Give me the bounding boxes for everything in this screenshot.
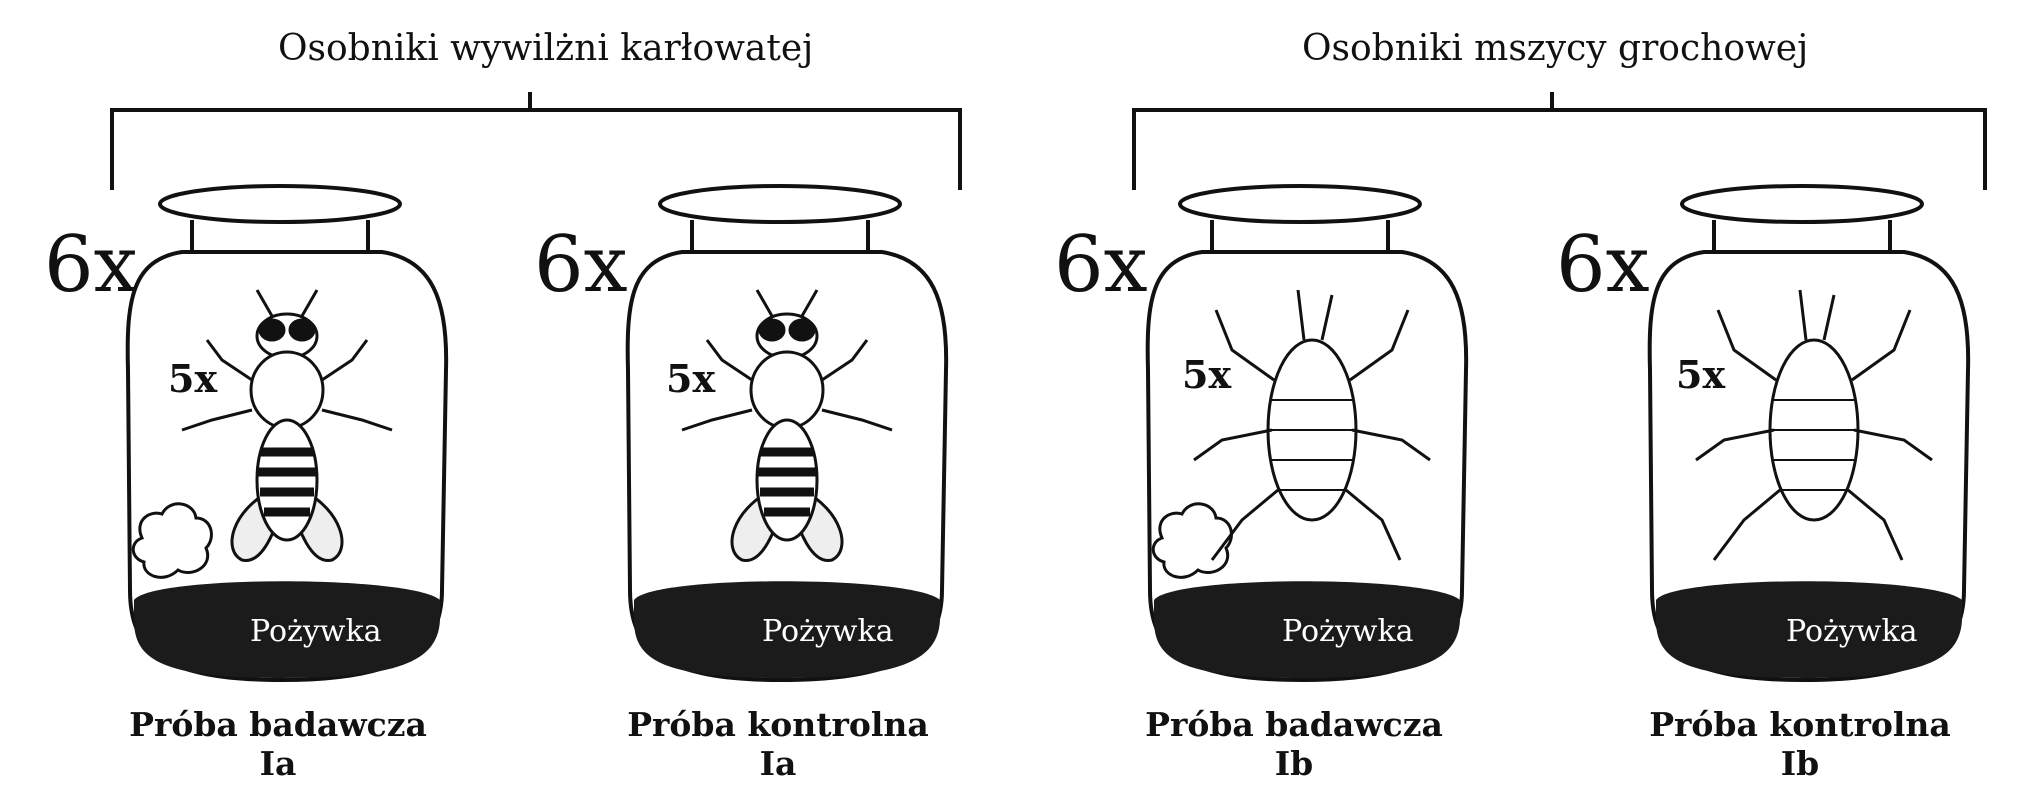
- group-title-fly: Osobniki wywilżni karłowatej: [278, 28, 778, 69]
- jar-lid: [1682, 186, 1922, 222]
- jar-2: 5x Pożywka: [612, 180, 952, 700]
- jar-lid: [660, 186, 900, 222]
- trial-name: Próba badawcza: [118, 706, 438, 745]
- bracket-right: [1134, 92, 1985, 190]
- trial-caption: Próba kontrolna Ib: [1640, 706, 1960, 784]
- jar-3: 5x Pożywka: [1132, 180, 1472, 700]
- jar-neck: [1714, 220, 1890, 250]
- food-label: Pożywka: [762, 614, 894, 649]
- insect-count-label: 5x: [1676, 352, 1725, 397]
- food-label: Pożywka: [250, 614, 382, 649]
- trial-code: Ia: [618, 745, 938, 784]
- jar-lid: [1180, 186, 1420, 222]
- insect-count-label: 5x: [1182, 352, 1231, 397]
- trial-caption: Próba kontrolna Ia: [618, 706, 938, 784]
- jar-4: 5x Pożywka: [1634, 180, 1974, 700]
- jar-lid: [160, 186, 400, 222]
- trial-caption: Próba badawcza Ia: [118, 706, 438, 784]
- trial-name: Próba kontrolna: [1640, 706, 1960, 745]
- bracket-left: [112, 92, 960, 190]
- group-title-aphid: Osobniki mszycy grochowej: [1302, 28, 1802, 69]
- insect-count-label: 5x: [666, 356, 715, 401]
- food-label: Pożywka: [1786, 614, 1918, 649]
- trial-name: Próba badawcza: [1134, 706, 1454, 745]
- trial-caption: Próba badawcza Ib: [1134, 706, 1454, 784]
- jar-neck: [1212, 220, 1388, 250]
- jar-neck: [192, 220, 368, 250]
- trial-code: Ia: [118, 745, 438, 784]
- trial-code: Ib: [1640, 745, 1960, 784]
- insect-count-label: 5x: [168, 356, 217, 401]
- trial-name: Próba kontrolna: [618, 706, 938, 745]
- jar-1: 5x Pożywka: [112, 180, 452, 700]
- trial-code: Ib: [1134, 745, 1454, 784]
- jar-neck: [692, 220, 868, 250]
- food-label: Pożywka: [1282, 614, 1414, 649]
